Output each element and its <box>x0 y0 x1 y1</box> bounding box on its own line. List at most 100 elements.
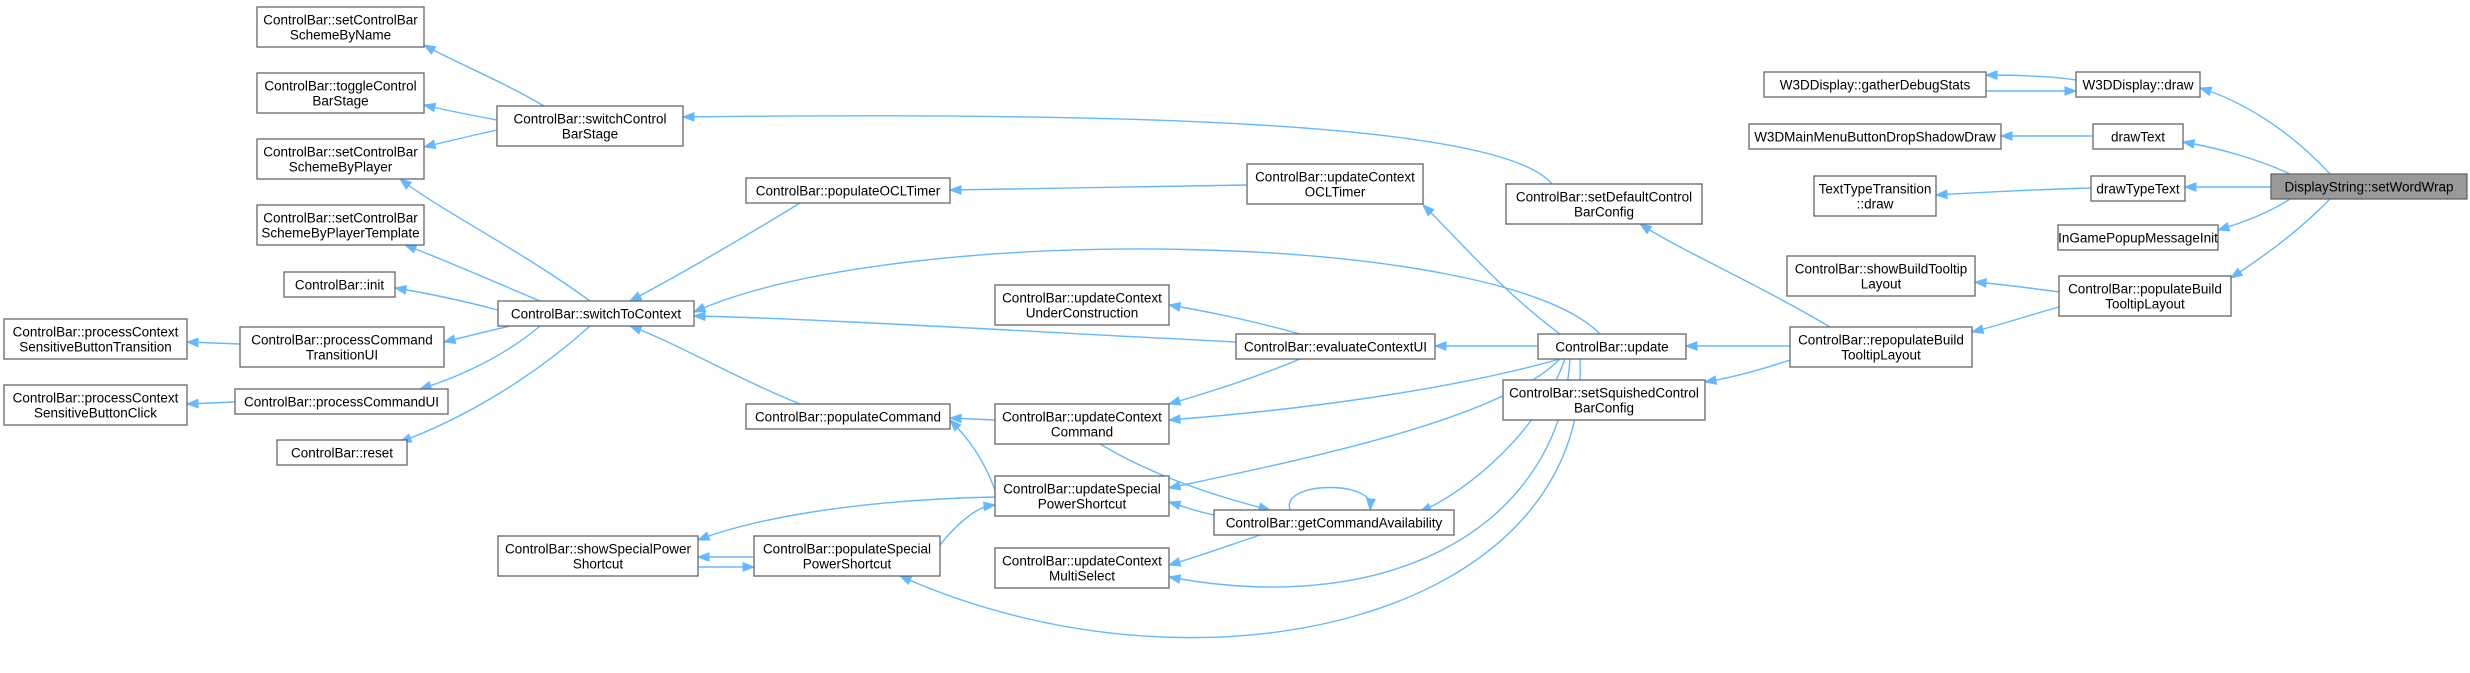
arrowhead-n_showSPS-to-n_popSPS <box>742 562 756 572</box>
node-box[interactable] <box>1213 509 1455 536</box>
node-box[interactable] <box>276 439 408 466</box>
node-box[interactable] <box>2057 224 2219 251</box>
node-drawTT[interactable]: drawTypeText <box>2090 175 2186 202</box>
node-box[interactable] <box>256 6 425 48</box>
node-evalUI[interactable]: ControlBar::evaluateContextUI <box>1235 333 1436 360</box>
node-box[interactable] <box>1246 163 1424 205</box>
node-box[interactable] <box>1789 326 1973 368</box>
node-box[interactable] <box>497 300 695 327</box>
node-box[interactable] <box>2270 173 2468 200</box>
node-box[interactable] <box>496 105 684 147</box>
node-label: SensitiveButtonClick <box>34 406 157 421</box>
node-update[interactable]: ControlBar::update <box>1537 333 1687 360</box>
node-box[interactable] <box>497 535 699 577</box>
node-box[interactable] <box>256 138 425 180</box>
node-box[interactable] <box>3 384 188 426</box>
node-box[interactable] <box>1505 183 1703 225</box>
node-dswrap[interactable]: DisplayString::setWordWrap <box>2270 173 2468 200</box>
node-popCmd[interactable]: ControlBar::populateCommand <box>745 403 951 430</box>
node-box[interactable] <box>283 271 396 298</box>
node-init[interactable]: ControlBar::init <box>283 271 396 298</box>
nodes: ControlBar::setControlBarSchemeByNameCon… <box>3 6 2468 589</box>
edge-n_evalUI-to-n_switchCtx <box>693 315 1237 343</box>
node-label: InGamePopupMessageInit <box>2058 231 2218 246</box>
node-label: ControlBar::processContext <box>13 391 179 406</box>
arrowhead-n_switchCtx-to-n_init <box>393 285 408 295</box>
edge-n_switchCtx-to-n_reset <box>399 325 591 443</box>
node-label: ControlBar::setSquishedControl <box>1509 386 1699 401</box>
node-label: BarConfig <box>1574 401 1634 416</box>
node-box[interactable] <box>1813 175 1937 217</box>
node-box[interactable] <box>239 326 445 368</box>
node-reset[interactable]: ControlBar::reset <box>276 439 408 466</box>
node-box[interactable] <box>1502 379 1706 421</box>
node-drawText[interactable]: drawText <box>2092 123 2184 150</box>
node-box[interactable] <box>1763 71 1987 98</box>
node-popOCL[interactable]: ControlBar::populateOCLTimer <box>745 177 951 204</box>
node-box[interactable] <box>2058 275 2232 317</box>
node-setCBSTemplate[interactable]: ControlBar::setControlBarSchemeByPlayerT… <box>256 204 425 246</box>
edge-n_popSPS-to-n_updSPS <box>939 504 996 546</box>
node-w3dMenu[interactable]: W3DMainMenuButtonDropShadowDraw <box>1748 123 2002 150</box>
node-box[interactable] <box>256 72 425 114</box>
node-box[interactable] <box>745 403 951 430</box>
node-box[interactable] <box>1537 333 1687 360</box>
edge-n_w3dDraw-to-n_gather <box>1985 74 2077 81</box>
node-updUC[interactable]: ControlBar::updateContextUnderConstructi… <box>994 284 1170 326</box>
node-box[interactable] <box>2075 71 2201 98</box>
node-box[interactable] <box>1786 255 1976 297</box>
node-pcui[interactable]: ControlBar::processCommandUI <box>234 388 449 415</box>
arrowhead-n_popBT-to-n_showBT <box>1973 278 1987 288</box>
node-box[interactable] <box>3 318 188 360</box>
node-label: TextTypeTransition <box>1819 182 1932 197</box>
node-box[interactable] <box>994 403 1170 445</box>
node-label: ControlBar::toggleControl <box>264 79 416 94</box>
arrowhead-n_evalUI-to-n_switchCtx <box>692 311 706 322</box>
node-box[interactable] <box>256 204 425 246</box>
node-ttt[interactable]: TextTypeTransition::draw <box>1813 175 1937 217</box>
node-box[interactable] <box>745 177 951 204</box>
node-box[interactable] <box>1235 333 1436 360</box>
node-pcsbc[interactable]: ControlBar::processContextSensitiveButto… <box>3 384 188 426</box>
edge-n_popBT-to-n_repop <box>1971 306 2060 333</box>
node-label: ControlBar::update <box>1555 340 1668 355</box>
edge-n_update-to-n_updCmd <box>1168 358 1561 421</box>
node-box[interactable] <box>234 388 449 415</box>
edge-n_updSPS-to-n_showSPS <box>697 496 996 541</box>
node-box[interactable] <box>994 284 1170 326</box>
node-w3dDraw[interactable]: W3DDisplay::draw <box>2075 71 2201 98</box>
node-label: ::draw <box>1857 197 1894 212</box>
arrowhead-n_dswrap-to-n_igpm <box>2216 221 2231 232</box>
edge-n_drawTT-to-n_ttt <box>1935 187 2092 196</box>
node-label: SchemeByPlayerTemplate <box>261 226 419 241</box>
node-box[interactable] <box>994 475 1170 517</box>
node-gather[interactable]: W3DDisplay::gatherDebugStats <box>1763 71 1987 98</box>
node-igpm[interactable]: InGamePopupMessageInit <box>2057 224 2219 251</box>
node-box[interactable] <box>2092 123 2184 150</box>
node-label: ControlBar::processCommandUI <box>244 395 439 410</box>
node-box[interactable] <box>1748 123 2002 150</box>
node-switchCtx[interactable]: ControlBar::switchToContext <box>497 300 695 327</box>
node-box[interactable] <box>753 535 941 577</box>
node-box[interactable] <box>994 547 1170 589</box>
node-box[interactable] <box>2090 175 2186 202</box>
node-label: ControlBar::populateCommand <box>755 410 941 425</box>
node-pcsbt[interactable]: ControlBar::processContextSensitiveButto… <box>3 318 188 360</box>
node-getAvail[interactable]: ControlBar::getCommandAvailability <box>1213 509 1455 536</box>
